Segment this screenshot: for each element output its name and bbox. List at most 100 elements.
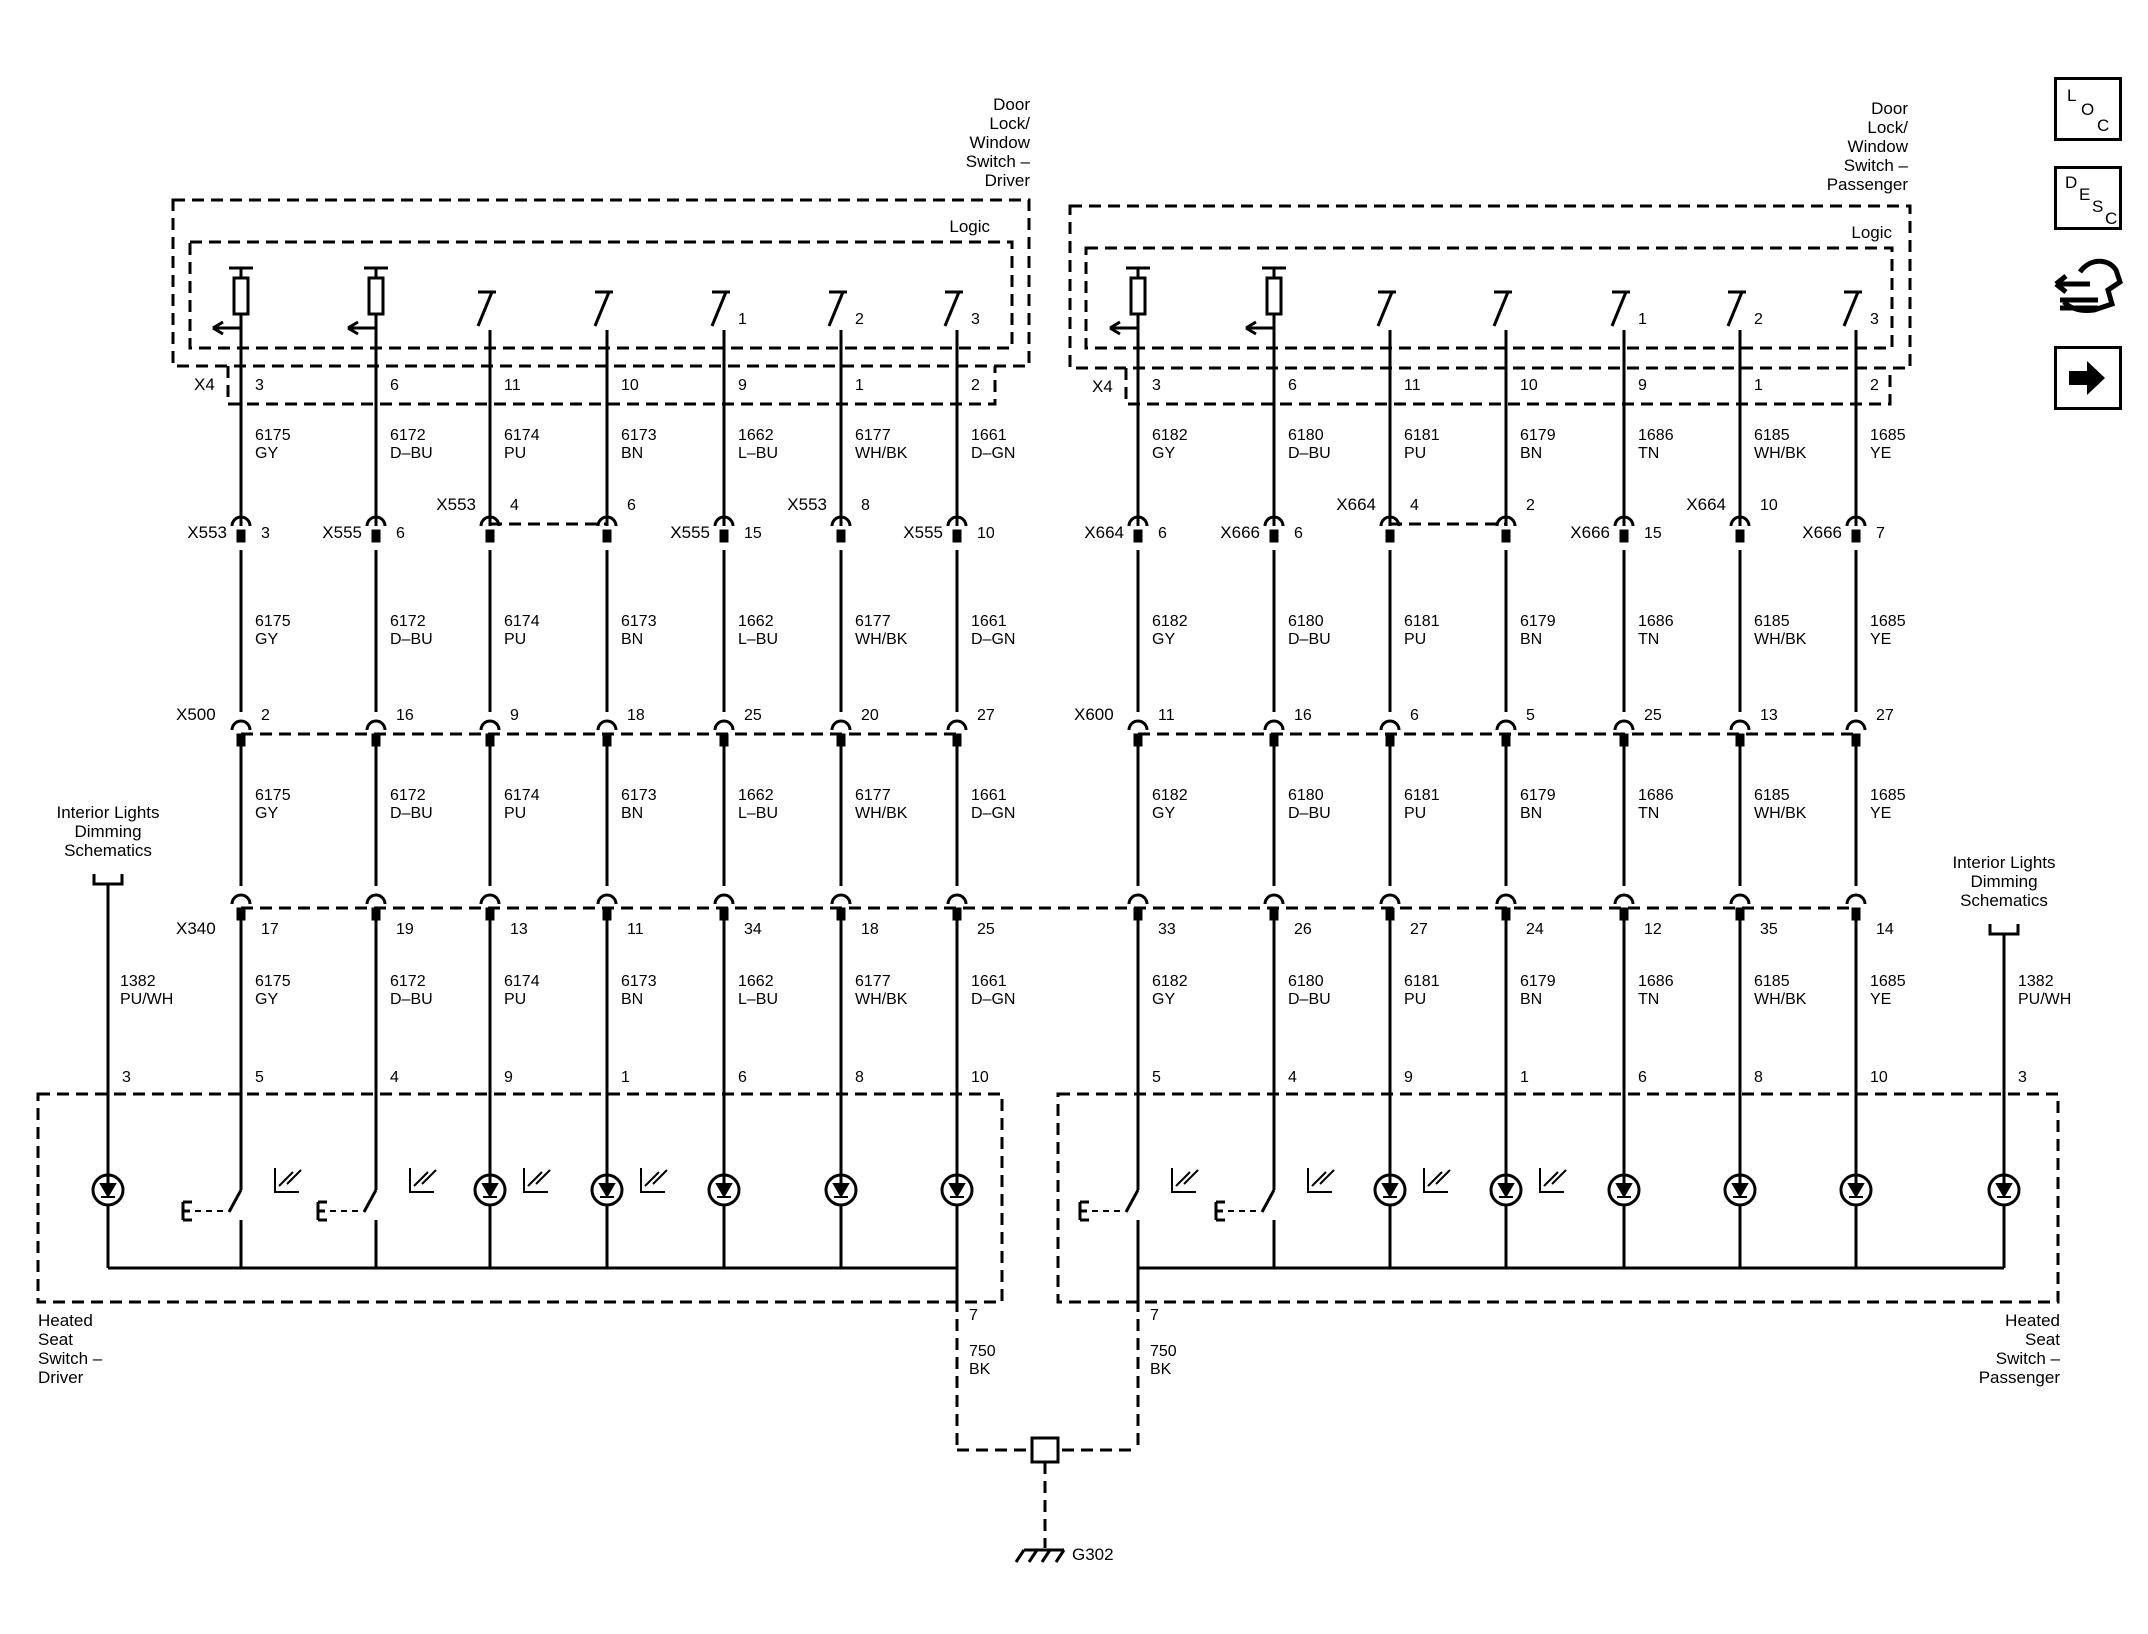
passenger-wire-1-circuit-0: 6180 [1288,427,1324,444]
passenger-wire-6-x340-connector-female [1845,893,1867,905]
driver-wire-0-mid-conn-label: X553 [187,523,227,542]
driver-wire-4-circuit-1: 1662 [738,613,774,630]
driver-wire-0-x4-pin: 3 [255,377,264,394]
driver-wire-3-x500-connector-male [602,733,612,747]
driver-wire-1-circuit-0: 6172 [390,427,426,444]
driver-wire-2-switch-blade [476,291,494,327]
passenger-wire-3-x340-connector-female [1495,893,1517,905]
driver-wire-2-x500-connector-female [479,719,501,731]
passenger-wire-0-circuit-1: 6182 [1152,613,1188,630]
passenger-wire-0-circuit-2: 6182 [1152,787,1188,804]
x340-label: X340 [176,919,216,938]
loc-icon: L [2067,86,2077,105]
driver-wire-3-x340-connector-female [596,893,618,905]
loc-button[interactable]: L O C [2054,77,2122,141]
driver-wire-1-seat-switch-blade [362,1189,378,1213]
driver-switch-module-box [171,198,1031,368]
passenger-light-color: PU/WH [2018,991,2071,1008]
driver-wire-0-output-arrow [212,320,241,336]
driver-wire-2-circuit-2: 6174 [504,787,540,804]
driver-wire-2-circuit-1: 6174 [504,613,540,630]
passenger-wire-2-x4-pin: 11 [1404,377,1421,394]
passenger-wire-5-mid-pin: 10 [1760,497,1778,514]
loc-icon-c: C [2097,116,2110,135]
driver-wire-5-mid-conn-label: X553 [787,495,827,514]
passenger-wire-6-circuit-2: 1685 [1870,787,1906,804]
passenger-seat-label-line-2: Switch – [1996,1349,2061,1368]
passenger-wire-2-switch-blade [1376,291,1394,327]
driver-wire-6-mid-pin: 10 [977,525,995,542]
passenger-wire-4-color-2: TN [1638,805,1659,822]
driver-wire-5-circuit-1: 6177 [855,613,891,630]
passenger-wire-5-x500-connector-male [1735,733,1745,747]
passenger-wire-0-inline-pin: 11 [1158,707,1175,724]
driver-wire-1-x340-connector-female [365,893,387,905]
driver-wire-6-circuit-2: 1661 [971,787,1007,804]
driver-wire-5-mid-connector-male [836,529,846,543]
passenger-wire-4-circuit-3: 1686 [1638,973,1674,990]
passenger-backlight-led-icon [1995,1183,2013,1198]
ground-label: G302 [1072,1545,1114,1564]
passenger-wire-0-resistor [1129,276,1147,316]
passenger-wire-4-x340-connector-female [1613,893,1635,905]
driver-wire-6-mid-connector-male [952,529,962,543]
passenger-wire-2-x340-connector-male [1385,907,1395,921]
driver-logic-box [188,240,1014,350]
passenger-wire-1-x340-connector-female [1263,893,1285,905]
passenger-wire-1-mid-conn-label: X666 [1220,523,1260,542]
passenger-wire-3-color-2: BN [1520,805,1542,822]
driver-wire-6-x340-connector-female [946,893,968,905]
passenger-wire-3-circuit-2: 6179 [1520,787,1556,804]
passenger-wire-4-switch-blade [1610,291,1628,327]
driver-wire-0-electronic-sensor-icon [181,1200,192,1222]
passenger-wire-5-circuit-1: 6185 [1754,613,1790,630]
connector-end-view-button[interactable] [2050,250,2126,326]
driver-wire-3-x340-pin: 11 [627,921,644,938]
driver-wire-1-mid-connector-female [365,515,387,527]
driver-wire-3-mid-pin: 6 [627,497,636,514]
driver-wire-5-x340-connector-female [830,893,852,905]
driver-ground-pin: 7 [969,1307,978,1324]
passenger-wire-3-x4-pin: 10 [1520,377,1538,394]
driver-logic-label: Logic [949,217,990,236]
passenger-wire-5-color-1: WH/BK [1754,631,1807,648]
driver-wire-0-color-1: GY [255,631,278,648]
desc-icon-s: S [2092,197,2104,216]
passenger-light-circuit: 1382 [2018,973,2054,990]
driver-switch-label-line-2: Window [970,133,1031,152]
driver-wire-2-led-icon [481,1183,499,1198]
passenger-wire-1-circuit-2: 6180 [1288,787,1324,804]
passenger-wire-4-circuit-2: 1686 [1638,787,1674,804]
driver-wire-5-circuit-2: 6177 [855,787,891,804]
driver-wire-2-seat-heater-icon [523,1168,551,1193]
desc-button[interactable]: D E S C [2054,166,2122,230]
passenger-wire-3-color-0: BN [1520,445,1542,462]
driver-wire-5-x4-pin: 1 [855,377,864,394]
driver-wire-1-x500-connector-female [365,719,387,731]
driver-wire-6-color-0: D–GN [971,445,1015,462]
passenger-wire-6-circuit-3: 1685 [1870,973,1906,990]
loc-icon-o: O [2081,100,2095,119]
passenger-switch-label-line-3: Switch – [1844,156,1909,175]
driver-switch-label-line-4: Driver [985,171,1031,190]
next-arrow-icon [2069,361,2105,395]
driver-x4-connector [226,366,997,406]
driver-wire-1-x4-pin: 6 [390,377,399,394]
driver-wire-4-color-3: L–BU [738,991,778,1008]
driver-wire-4-mid-conn-label: X555 [670,523,710,542]
driver-light-pin: 3 [122,1069,131,1086]
driver-wire-4-led-icon [715,1183,733,1198]
passenger-wire-5-switch-blade [1726,291,1744,327]
driver-wire-2-circuit-0: 6174 [504,427,540,444]
driver-wire-0-circuit-0: 6175 [255,427,291,444]
driver-wire-5-color-1: WH/BK [855,631,908,648]
passenger-wire-6-color-2: YE [1870,805,1891,822]
driver-wire-6-circuit-3: 1661 [971,973,1007,990]
passenger-wire-6-seat-pin: 10 [1870,1069,1888,1086]
driver-wire-0-inline-pin: 2 [261,707,270,724]
passenger-wire-5-x4-pin: 1 [1754,377,1763,394]
passenger-wire-4-inline-pin: 25 [1644,707,1662,724]
driver-seat-switch-box [36,1092,1004,1304]
next-page-button[interactable] [2054,346,2122,410]
driver-backlight-led-icon [99,1183,117,1198]
